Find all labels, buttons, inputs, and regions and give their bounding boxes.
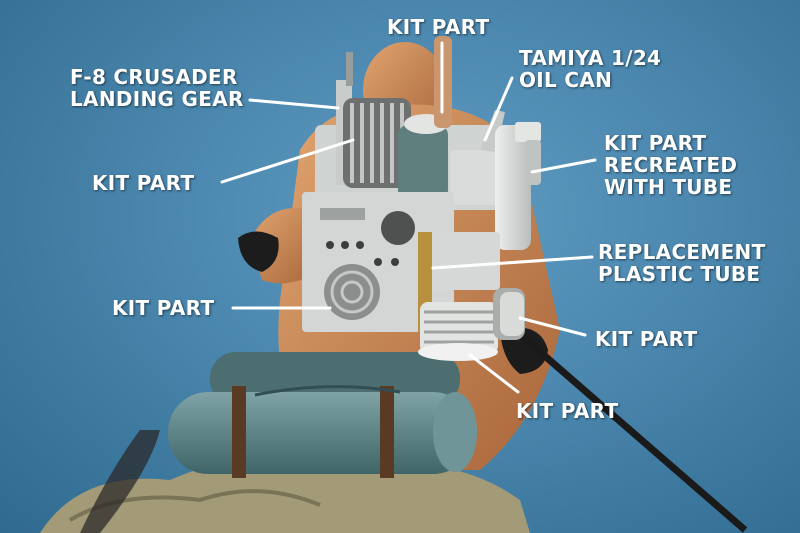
label-kit-part-left-upper-text: KIT PART xyxy=(92,171,195,195)
backpack xyxy=(302,36,541,361)
staff xyxy=(512,327,748,533)
leader-replacement-tube xyxy=(431,255,594,270)
label-oil-can-line2: OIL CAN xyxy=(519,68,613,92)
leader-kit-part-bottom xyxy=(468,353,520,394)
leader-oil-can xyxy=(483,76,514,142)
label-kit-part-top-text: KIT PART xyxy=(387,15,490,39)
label-recreated-tube: KIT PART RECREATED WITH TUBE xyxy=(604,132,737,198)
label-kit-part-bottom: KIT PART xyxy=(516,400,618,422)
label-kit-part-bottom-text: KIT PART xyxy=(516,399,619,423)
label-kit-part-left-lower-text: KIT PART xyxy=(112,296,215,320)
label-landing-gear: F-8 CRUSADER LANDING GEAR xyxy=(70,66,244,110)
label-recreated-tube-line2: RECREATED xyxy=(604,153,738,177)
label-oil-can-line1: TAMIYA 1/24 xyxy=(519,46,662,70)
leader-kit-part-left-upper xyxy=(220,138,355,184)
label-oil-can: TAMIYA 1/24 OIL CAN xyxy=(519,47,661,91)
label-replacement-tube-line2: PLASTIC TUBE xyxy=(598,262,761,286)
label-recreated-tube-line1: KIT PART xyxy=(604,131,707,155)
leader-recreated-tube xyxy=(530,158,597,174)
leader-landing-gear xyxy=(248,98,340,110)
label-replacement-tube-line1: REPLACEMENT xyxy=(598,240,766,264)
label-kit-part-top: KIT PART xyxy=(387,16,489,38)
bedroll xyxy=(168,352,477,478)
label-kit-part-left-lower: KIT PART xyxy=(112,297,214,319)
label-landing-gear-line1: F-8 CRUSADER xyxy=(70,65,238,89)
label-landing-gear-line2: LANDING GEAR xyxy=(70,87,244,111)
label-kit-part-right-lower: KIT PART xyxy=(595,328,697,350)
label-kit-part-right-lower-text: KIT PART xyxy=(595,327,698,351)
label-kit-part-left-upper: KIT PART xyxy=(92,172,194,194)
label-recreated-tube-line3: WITH TUBE xyxy=(604,175,733,199)
leader-kit-part-right-lower xyxy=(518,316,587,337)
label-replacement-tube: REPLACEMENT PLASTIC TUBE xyxy=(598,241,766,285)
